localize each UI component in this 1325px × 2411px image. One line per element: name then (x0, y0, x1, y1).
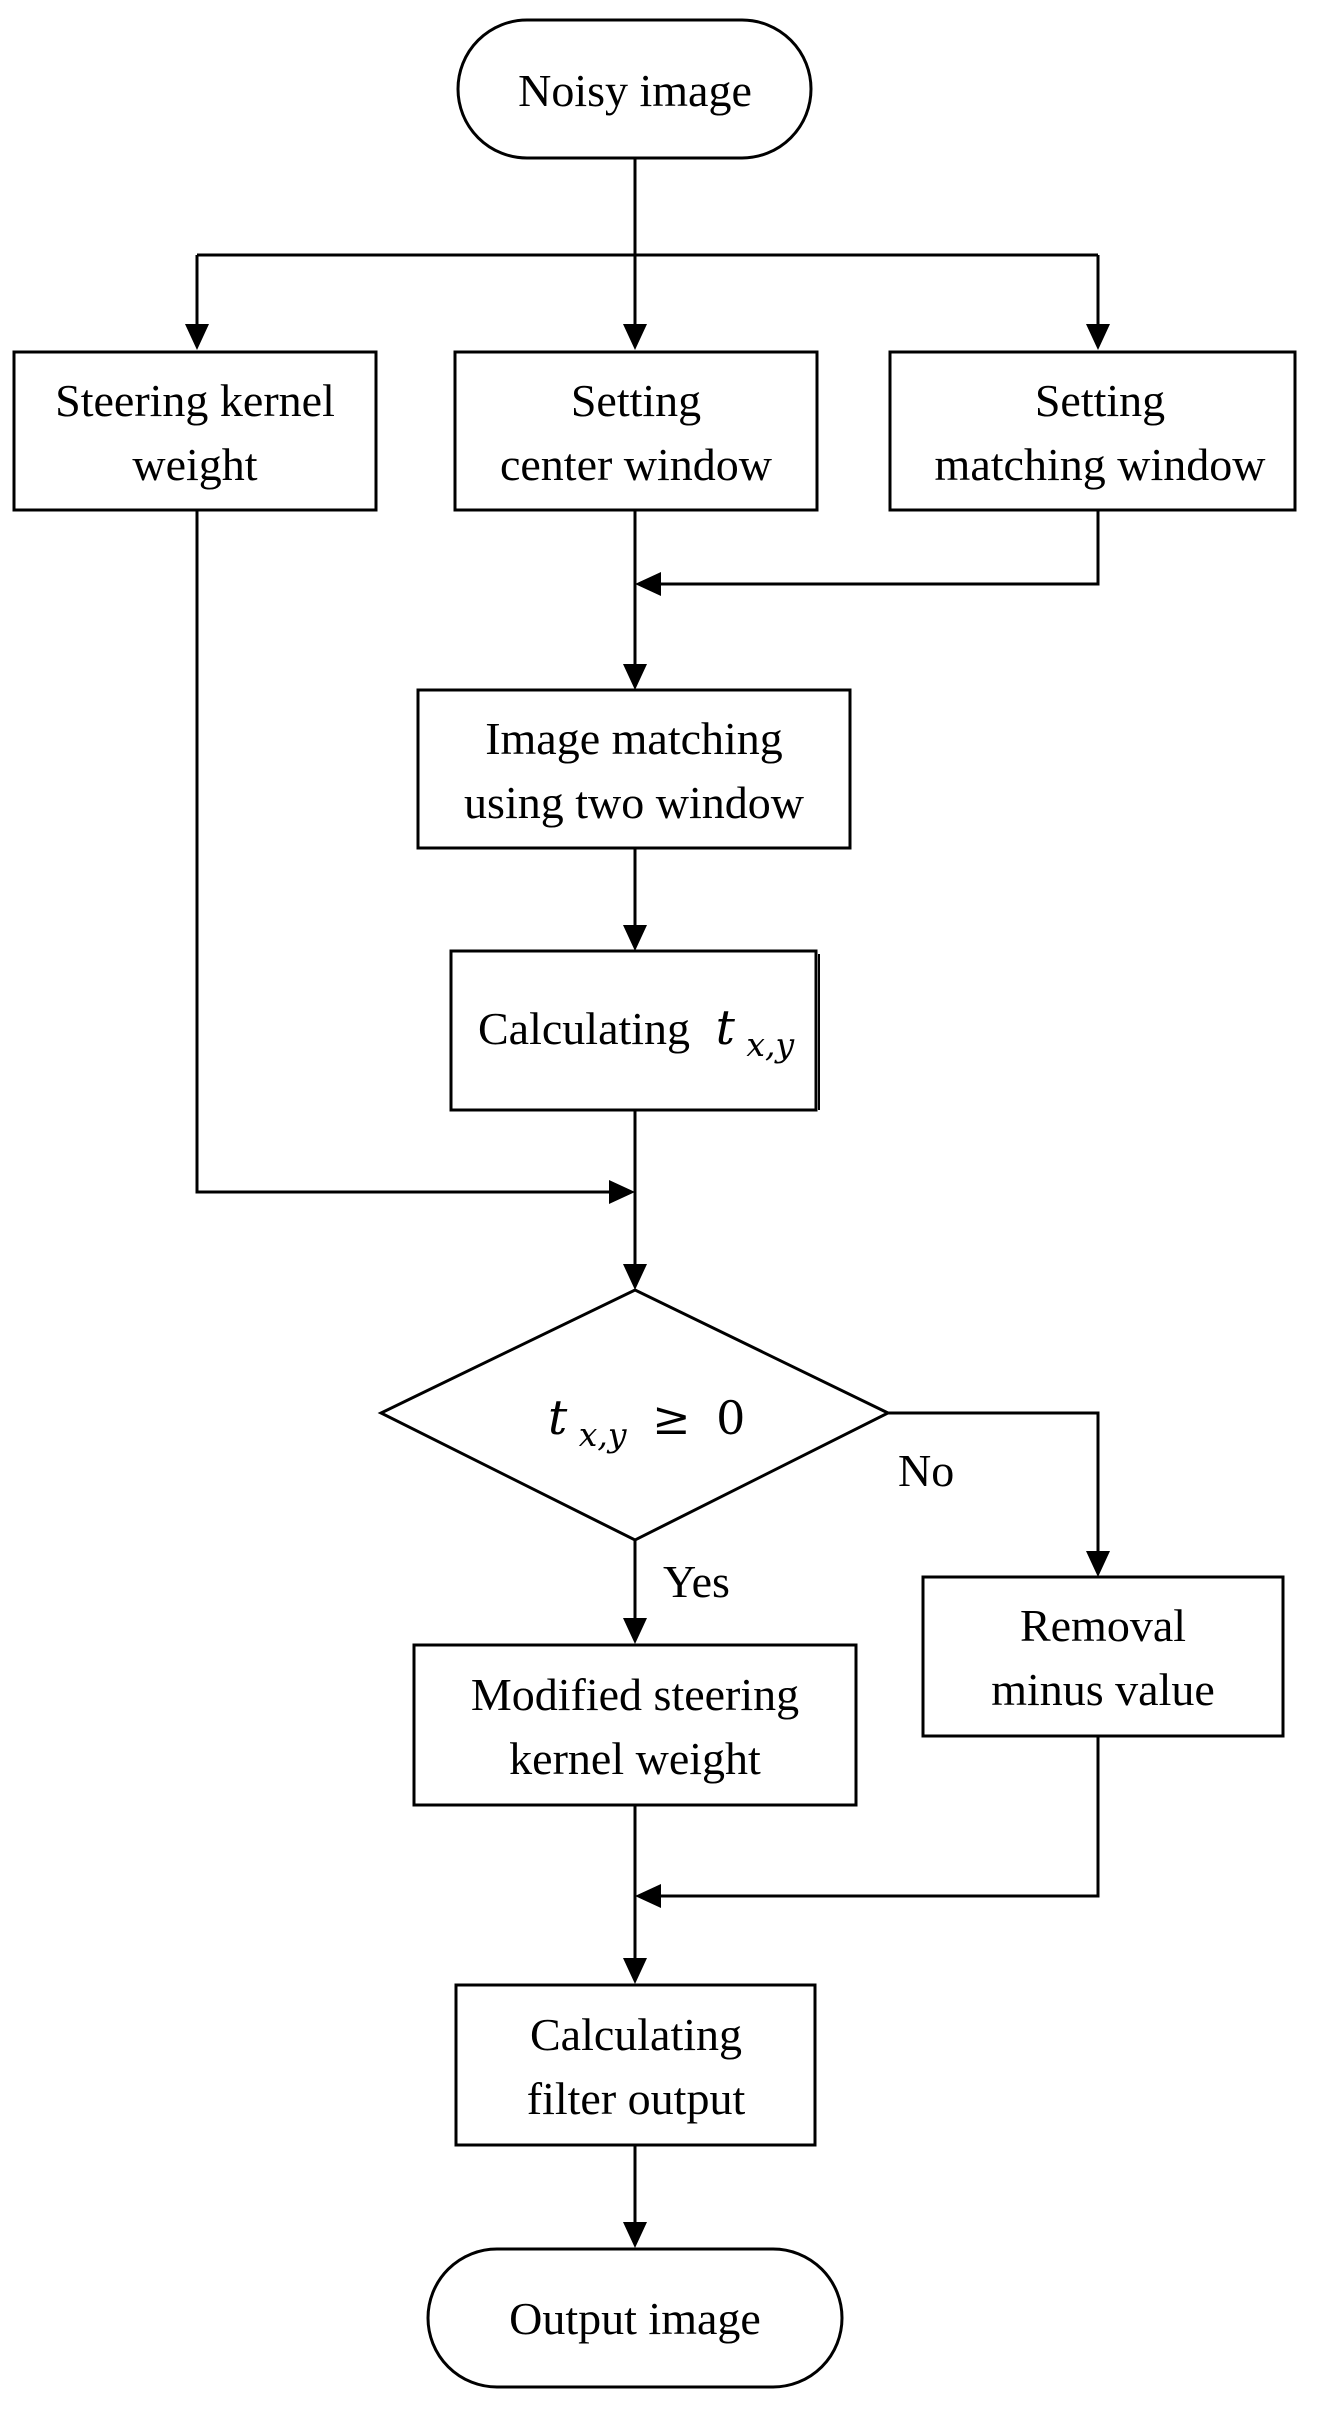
steering-kernel-weight-box: Steering kernel weight (12, 350, 378, 512)
arrowhead-matching-window (1086, 324, 1110, 350)
calculating-t-var: t (716, 1000, 736, 1056)
arrowhead-merge-1 (635, 572, 661, 596)
calculating-t-sub: x,y (746, 1025, 794, 1064)
end-label: Output image (509, 2293, 761, 2344)
decision-diamond: t x,y ≥ 0 (377, 1288, 892, 1542)
modified-weight-line2: kernel weight (509, 1733, 761, 1784)
removal-box: Removal minus value (921, 1575, 1285, 1738)
arrowhead-merge-2 (609, 1180, 635, 1204)
decision-op: ≥ (652, 1391, 691, 1445)
arrowhead-merge-3 (635, 1884, 661, 1908)
end-terminator: Output image (426, 2247, 844, 2389)
center-window-box: Setting center window (453, 350, 819, 512)
calculating-t-label: Calculating t x,y (478, 1000, 794, 1064)
matching-window-box: Setting matching window (888, 350, 1297, 512)
calculating-t-box: Calculating t x,y (449, 949, 820, 1112)
image-matching-line2: using two window (464, 777, 805, 828)
removal-line1: Removal (1020, 1600, 1186, 1651)
yes-branch-label: Yes (663, 1556, 730, 1607)
decision-value: 0 (716, 1391, 745, 1445)
modified-weight-line1: Modified steering (471, 1669, 799, 1720)
filter-output-line1: Calculating (530, 2009, 742, 2060)
connector-no-branch (888, 1411, 1100, 1551)
decision-var: t (548, 1390, 568, 1446)
arrowhead-yes (623, 1618, 647, 1644)
removal-line2: minus value (991, 1664, 1215, 1715)
arrowhead-steering-kernel (185, 324, 209, 350)
steering-kernel-weight-line1: Steering kernel (55, 375, 335, 426)
arrowhead-filter-output (623, 1958, 647, 1984)
modified-weight-box: Modified steering kernel weight (412, 1643, 858, 1807)
steering-kernel-weight-line2: weight (132, 439, 257, 490)
arrowhead-end (623, 2222, 647, 2248)
matching-window-line2: matching window (935, 439, 1267, 490)
calculating-t-text: Calculating (478, 1003, 690, 1054)
matching-window-line1: Setting (1035, 375, 1165, 426)
decision-condition: t x,y ≥ 0 (548, 1390, 745, 1456)
no-branch-label: No (898, 1445, 954, 1496)
image-matching-line1: Image matching (485, 713, 783, 764)
start-terminator: Noisy image (456, 18, 813, 160)
connector-steering-kernel-merge (195, 510, 609, 1194)
center-window-line1: Setting (571, 375, 701, 426)
center-window-line2: center window (500, 439, 773, 490)
image-matching-box: Image matching using two window (416, 688, 852, 850)
arrowhead-center-window (623, 324, 647, 350)
decision-sub: x,y (579, 1415, 627, 1454)
connector-removal-merge (661, 1736, 1100, 1898)
arrowhead-decision (623, 1264, 647, 1290)
filter-output-line2: filter output (527, 2073, 746, 2124)
arrowhead-no (1086, 1551, 1110, 1577)
start-label: Noisy image (518, 65, 752, 116)
arrowhead-image-matching (623, 664, 647, 690)
filter-output-box: Calculating filter output (454, 1983, 817, 2147)
connector-matching-window-merge (661, 510, 1100, 586)
arrowhead-calc-t (623, 925, 647, 951)
